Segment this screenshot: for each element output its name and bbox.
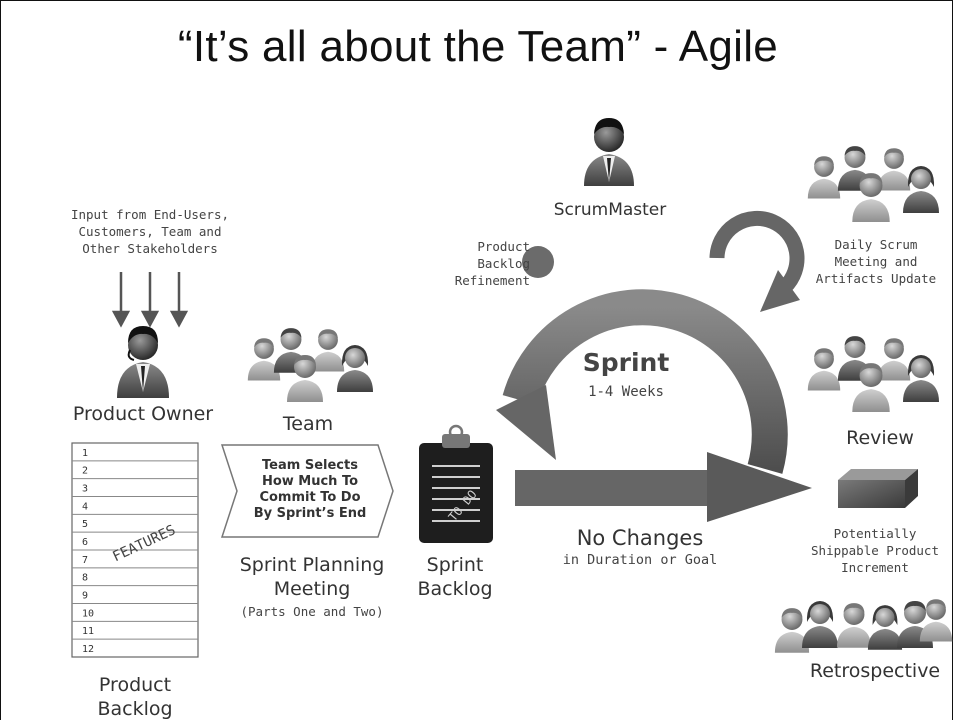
daily-scrum-line-2: Meeting and	[834, 254, 918, 269]
backlog-row-number: 12	[82, 644, 94, 655]
team-selects-text: Team Selects How Much To Commit To Do By…	[240, 458, 380, 522]
refinement-line-2: Backlog	[477, 256, 530, 271]
team-selects-line-1: Team Selects	[262, 458, 358, 473]
backlog-row-number: 6	[82, 537, 88, 548]
team-selects-line-2: How Much To	[261, 474, 359, 489]
sprint-backlog-label: Sprint Backlog	[400, 553, 510, 601]
sprint-planning-line-1: Sprint Planning	[239, 554, 385, 576]
product-owner-icon	[117, 326, 169, 398]
team-selects-line-3: Commit To Do	[259, 490, 361, 505]
team-selects-chevron	[220, 444, 394, 538]
increment-label: Potentially Shippable Product Increment	[800, 525, 950, 576]
product-owner-label: Product Owner	[72, 403, 214, 425]
daily-scrum-group-icon	[807, 146, 939, 222]
increment-line-1: Potentially	[833, 526, 917, 541]
backlog-row-number: 9	[82, 591, 88, 602]
input-note-line-2: Customers, Team and	[78, 224, 222, 239]
backlog-row-number: 8	[82, 573, 88, 584]
daily-scrum-line-1: Daily Scrum	[834, 237, 918, 252]
product-backlog-line-1: Product	[98, 674, 172, 696]
backlog-row-number: 7	[82, 555, 88, 566]
slide-title: “It’s all about the Team” - Agile	[177, 22, 779, 71]
daily-loop-arrow	[709, 210, 805, 312]
team-label: Team	[282, 413, 334, 435]
backlog-row-number: 4	[82, 501, 88, 512]
review-group-icon	[807, 336, 939, 412]
product-backlog-label: Product Backlog	[70, 673, 200, 721]
backlog-row-number: 1	[82, 448, 88, 459]
sprint-title: Sprint	[582, 348, 670, 377]
scrum-master-label: ScrumMaster	[553, 200, 667, 220]
input-note: Input from End-Users, Customers, Team an…	[50, 206, 250, 257]
input-arrows	[111, 272, 189, 328]
no-changes-title: No Changes	[576, 526, 704, 550]
retrospective-group-icon	[774, 599, 953, 653]
scrum-master-icon	[584, 118, 634, 186]
team-icon	[247, 328, 373, 402]
review-label: Review	[846, 427, 914, 449]
sprint-planning-label: Sprint Planning Meeting	[222, 553, 402, 601]
sprint-planning-line-2: Meeting	[273, 578, 351, 600]
backlog-row-number: 2	[82, 466, 88, 477]
clipboard-icon: TO DO	[419, 424, 493, 543]
daily-scrum-line-3: Artifacts Update	[815, 271, 937, 286]
sprint-planning-sub: (Parts One and Two)	[240, 604, 384, 619]
refinement-line-1: Product	[477, 239, 530, 254]
backlog-row-number: 5	[82, 519, 88, 530]
sprint-duration: 1-4 Weeks	[588, 384, 664, 400]
sprint-cycle-arrow	[496, 246, 812, 522]
increment-line-2: Shippable Product	[811, 543, 939, 558]
product-backlog-line-2: Backlog	[97, 698, 173, 720]
input-note-line-3: Other Stakeholders	[82, 241, 218, 256]
refinement-label: Product Backlog Refinement	[430, 238, 530, 289]
increment-box-icon	[838, 469, 918, 508]
no-changes-sub: in Duration or Goal	[562, 552, 718, 568]
input-note-line-1: Input from End-Users,	[70, 207, 230, 222]
team-selects-line-4: By Sprint’s End	[253, 506, 367, 521]
daily-scrum-label: Daily Scrum Meeting and Artifacts Update	[806, 236, 946, 287]
sprint-backlog-line-2: Backlog	[417, 578, 493, 600]
backlog-row-number: 10	[82, 608, 94, 619]
increment-line-3: Increment	[841, 560, 909, 575]
backlog-row-number: 11	[82, 626, 94, 637]
backlog-row-number: 3	[82, 484, 88, 495]
sprint-backlog-line-1: Sprint	[426, 554, 484, 576]
refinement-line-3: Refinement	[454, 273, 530, 288]
retrospective-label: Retrospective	[809, 660, 941, 682]
